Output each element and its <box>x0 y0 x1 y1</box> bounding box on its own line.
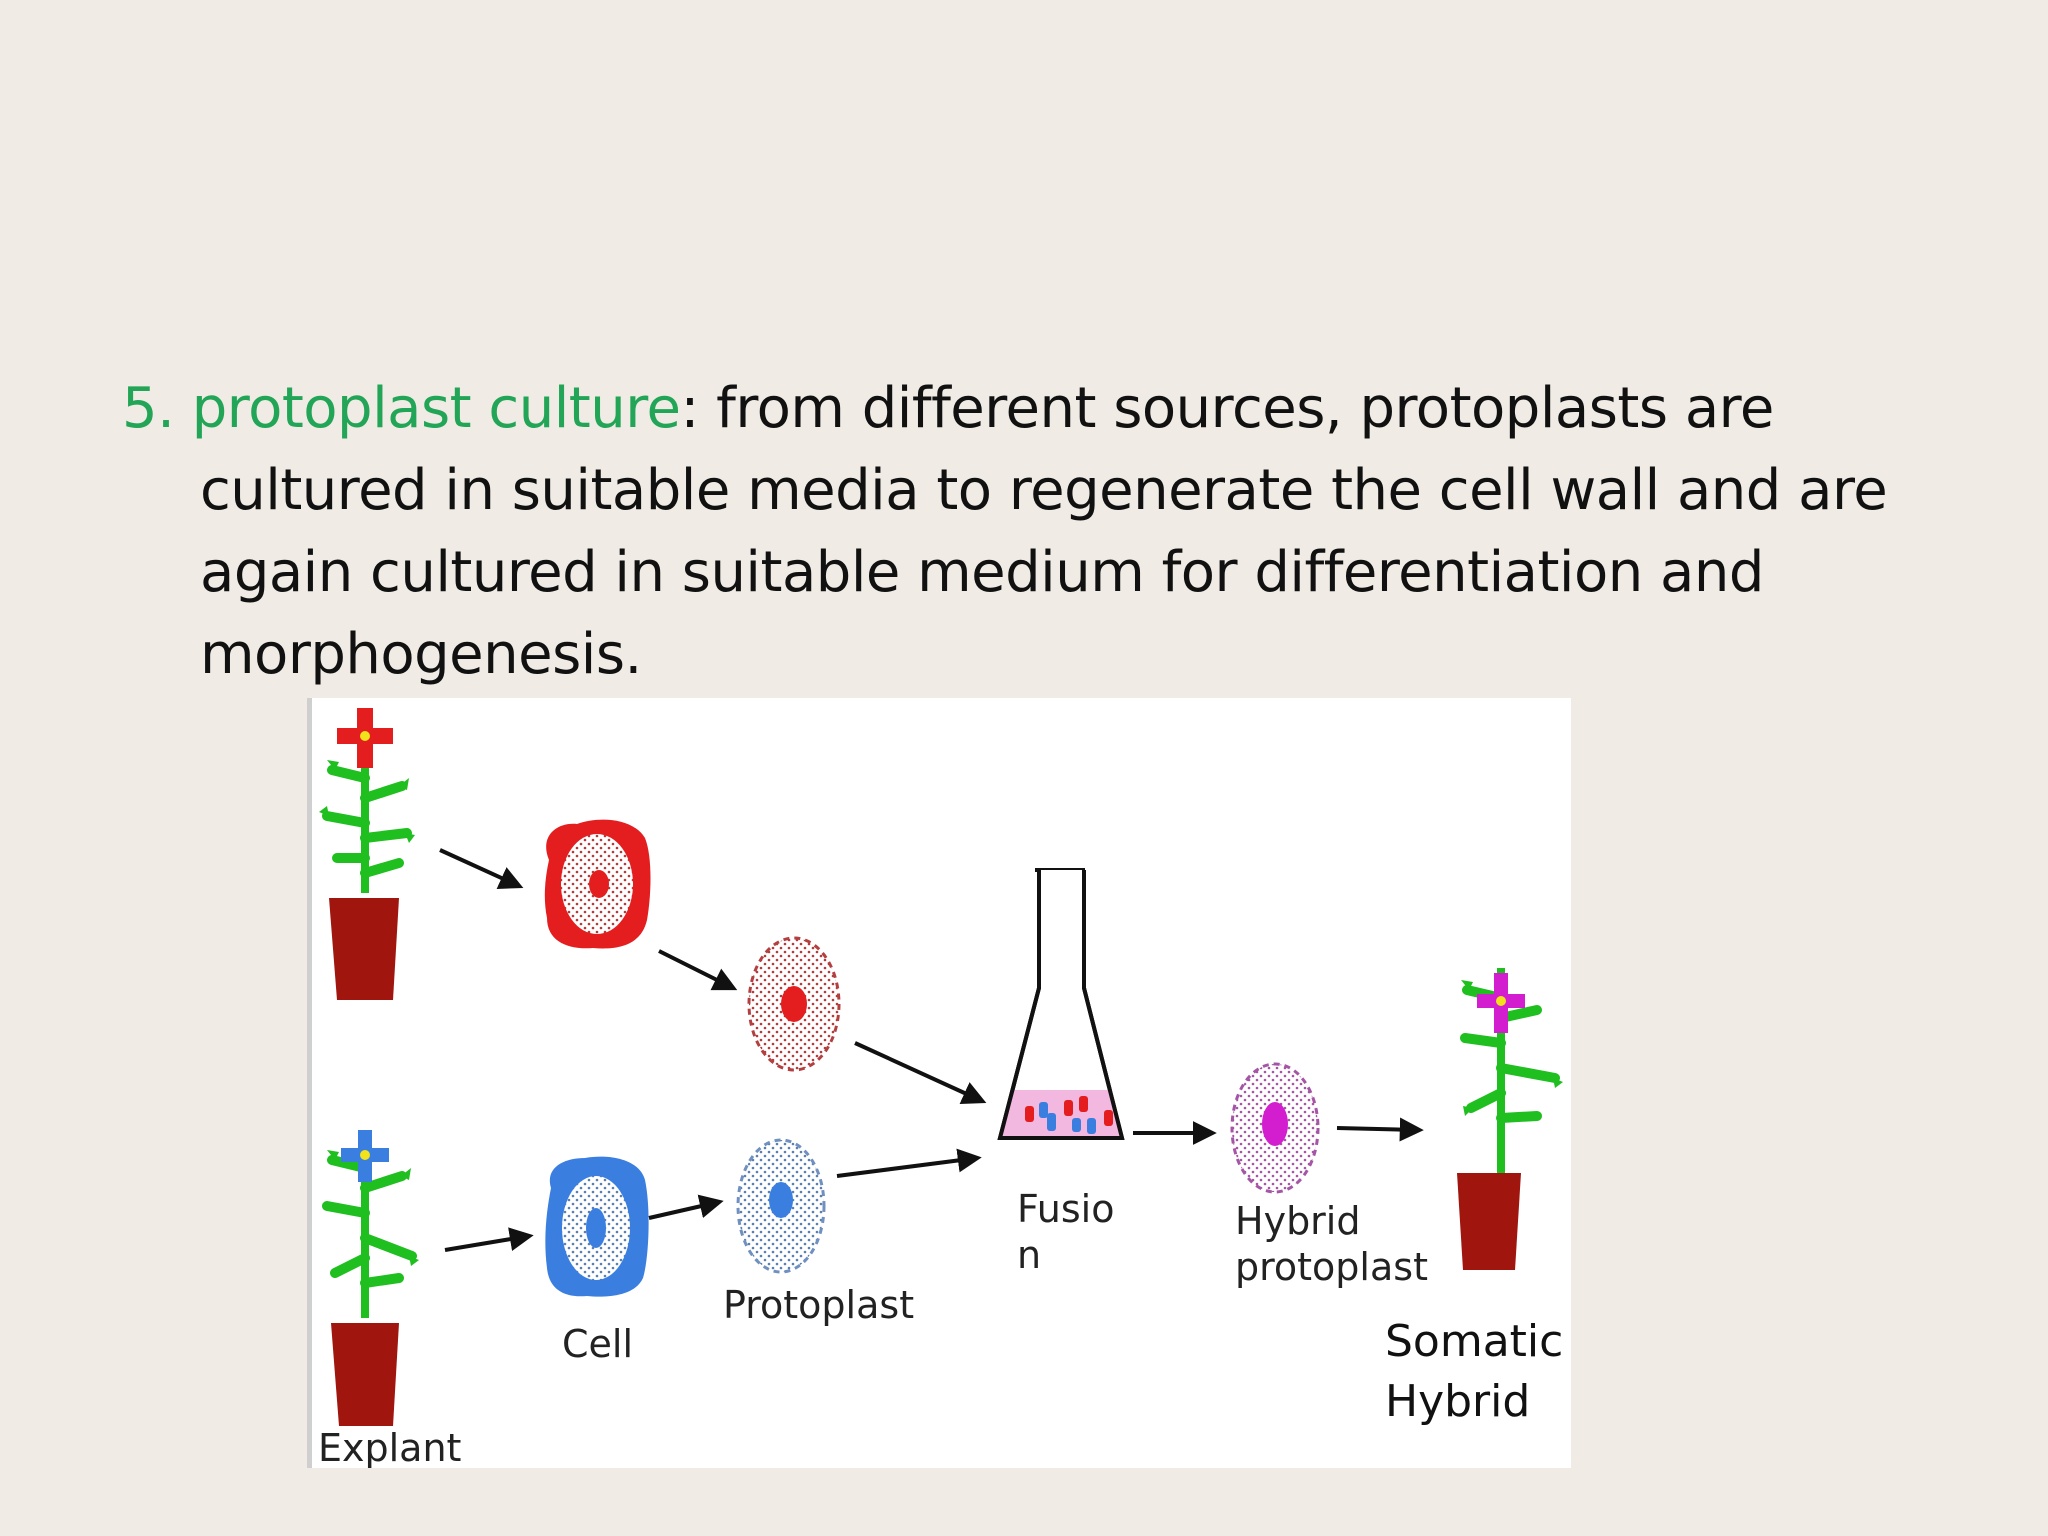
arrow-icon <box>439 848 524 889</box>
fusion-label-line2: n <box>1017 1233 1042 1277</box>
red-cell-icon <box>544 819 651 949</box>
text-line-2: cultured in suitable media to regenerate… <box>200 458 1888 523</box>
explant-label: Explant <box>318 1426 462 1468</box>
arrow-icon <box>836 1148 982 1178</box>
blue-protoplast-icon <box>736 1138 826 1274</box>
somatic-hybrid-caption: Somatic Hybrid <box>1385 1312 1563 1432</box>
heading-description: : from different sources, protoplasts ar… <box>680 376 1774 441</box>
red-flower-plant-icon <box>319 708 415 1000</box>
arrow-icon <box>854 1041 987 1104</box>
arrow-icon <box>648 1194 724 1220</box>
diagram-graphic <box>307 698 1563 1468</box>
slide-body-text: 5. protoplast culture: from different so… <box>122 368 1942 696</box>
caption-line2: Hybrid <box>1385 1376 1531 1427</box>
protoplast-fusion-diagram: Explant Cell Protoplast Fusio n Hybrid p… <box>307 698 1571 1468</box>
hybrid-label-line2: protoplast <box>1235 1245 1428 1289</box>
fusion-label-line1: Fusio <box>1017 1187 1115 1231</box>
process-arrows <box>439 848 1424 1252</box>
arrow-icon <box>1336 1117 1424 1142</box>
text-line-1: 5. protoplast culture: from different so… <box>122 368 1942 450</box>
text-line-4: morphogenesis. <box>200 622 642 687</box>
blue-cell-icon <box>545 1156 649 1297</box>
flask-icon <box>997 868 1125 1140</box>
red-protoplast-icon <box>747 936 841 1072</box>
blue-flower-plant-icon <box>322 1130 419 1426</box>
text-line-3: again cultured in suitable medium for di… <box>200 540 1764 605</box>
hybrid-label-line1: Hybrid <box>1235 1199 1361 1243</box>
hybrid-flower-plant-icon <box>1457 968 1563 1270</box>
topic-heading: 5. protoplast culture <box>122 376 681 441</box>
hybrid-protoplast-icon <box>1230 1062 1320 1194</box>
arrow-icon <box>658 949 738 991</box>
cell-label: Cell <box>562 1322 634 1366</box>
arrow-icon <box>444 1227 534 1252</box>
caption-line1: Somatic <box>1385 1316 1564 1367</box>
protoplast-label: Protoplast <box>723 1283 915 1327</box>
